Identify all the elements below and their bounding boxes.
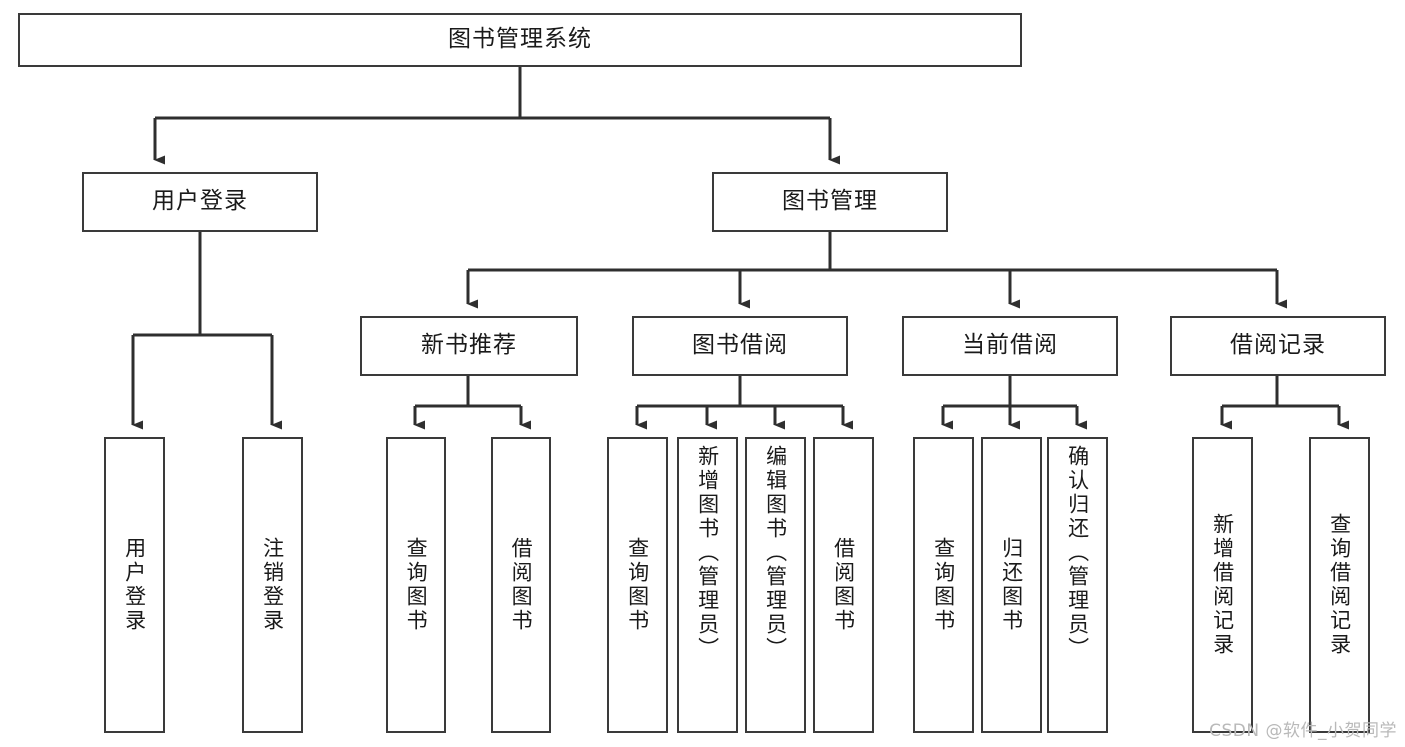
node-label: 新书推荐: [421, 332, 517, 359]
csdn-watermark: CSDN @软件_小贺同学: [1209, 721, 1397, 741]
node-new-book-recommend[interactable]: 新书推荐: [360, 316, 578, 376]
leaf-return-book[interactable]: 归还图书: [981, 437, 1042, 733]
leaf-borrow-book-recommend[interactable]: 借阅图书: [491, 437, 551, 733]
leaf-logout[interactable]: 注销登录: [242, 437, 303, 733]
node-label: 注销登录: [260, 537, 285, 633]
leaf-borrow-book[interactable]: 借阅图书: [813, 437, 874, 733]
node-root-system[interactable]: 图书管理系统: [18, 13, 1022, 67]
node-label: 当前借阅: [962, 332, 1058, 359]
node-label: 确认归还（管理员）: [1065, 445, 1090, 661]
node-label: 借阅记录: [1230, 332, 1326, 359]
leaf-query-book-borrow[interactable]: 查询图书: [607, 437, 668, 733]
node-user-login[interactable]: 用户登录: [82, 172, 318, 232]
node-current-borrow[interactable]: 当前借阅: [902, 316, 1118, 376]
node-label: 查询图书: [625, 537, 650, 633]
leaf-edit-book-admin[interactable]: 编辑图书（管理员）: [745, 437, 806, 733]
node-label: 新增图书（管理员）: [695, 445, 720, 661]
node-label: 查询图书: [931, 537, 956, 633]
leaf-user-login[interactable]: 用户登录: [104, 437, 165, 733]
leaf-confirm-return-admin[interactable]: 确认归还（管理员）: [1047, 437, 1108, 733]
leaf-query-book-recommend[interactable]: 查询图书: [386, 437, 446, 733]
node-label: 新增借阅记录: [1210, 513, 1235, 657]
node-label: 编辑图书（管理员）: [763, 445, 788, 661]
node-label: 图书借阅: [692, 332, 788, 359]
node-label: 查询图书: [404, 537, 429, 633]
node-label: 借阅图书: [831, 537, 856, 633]
node-book-borrow[interactable]: 图书借阅: [632, 316, 848, 376]
leaf-add-book-admin[interactable]: 新增图书（管理员）: [677, 437, 738, 733]
node-label: 用户登录: [152, 188, 248, 215]
leaf-query-book-current[interactable]: 查询图书: [913, 437, 974, 733]
leaf-add-borrow-record[interactable]: 新增借阅记录: [1192, 437, 1253, 733]
leaf-query-borrow-record[interactable]: 查询借阅记录: [1309, 437, 1370, 733]
node-label: 查询借阅记录: [1327, 513, 1352, 657]
node-book-management[interactable]: 图书管理: [712, 172, 948, 232]
node-borrow-record[interactable]: 借阅记录: [1170, 316, 1386, 376]
node-label: 图书管理: [782, 188, 878, 215]
node-label: 归还图书: [999, 537, 1024, 633]
node-label: 借阅图书: [509, 537, 534, 633]
node-label: 图书管理系统: [448, 26, 592, 53]
node-label: 用户登录: [122, 537, 147, 633]
